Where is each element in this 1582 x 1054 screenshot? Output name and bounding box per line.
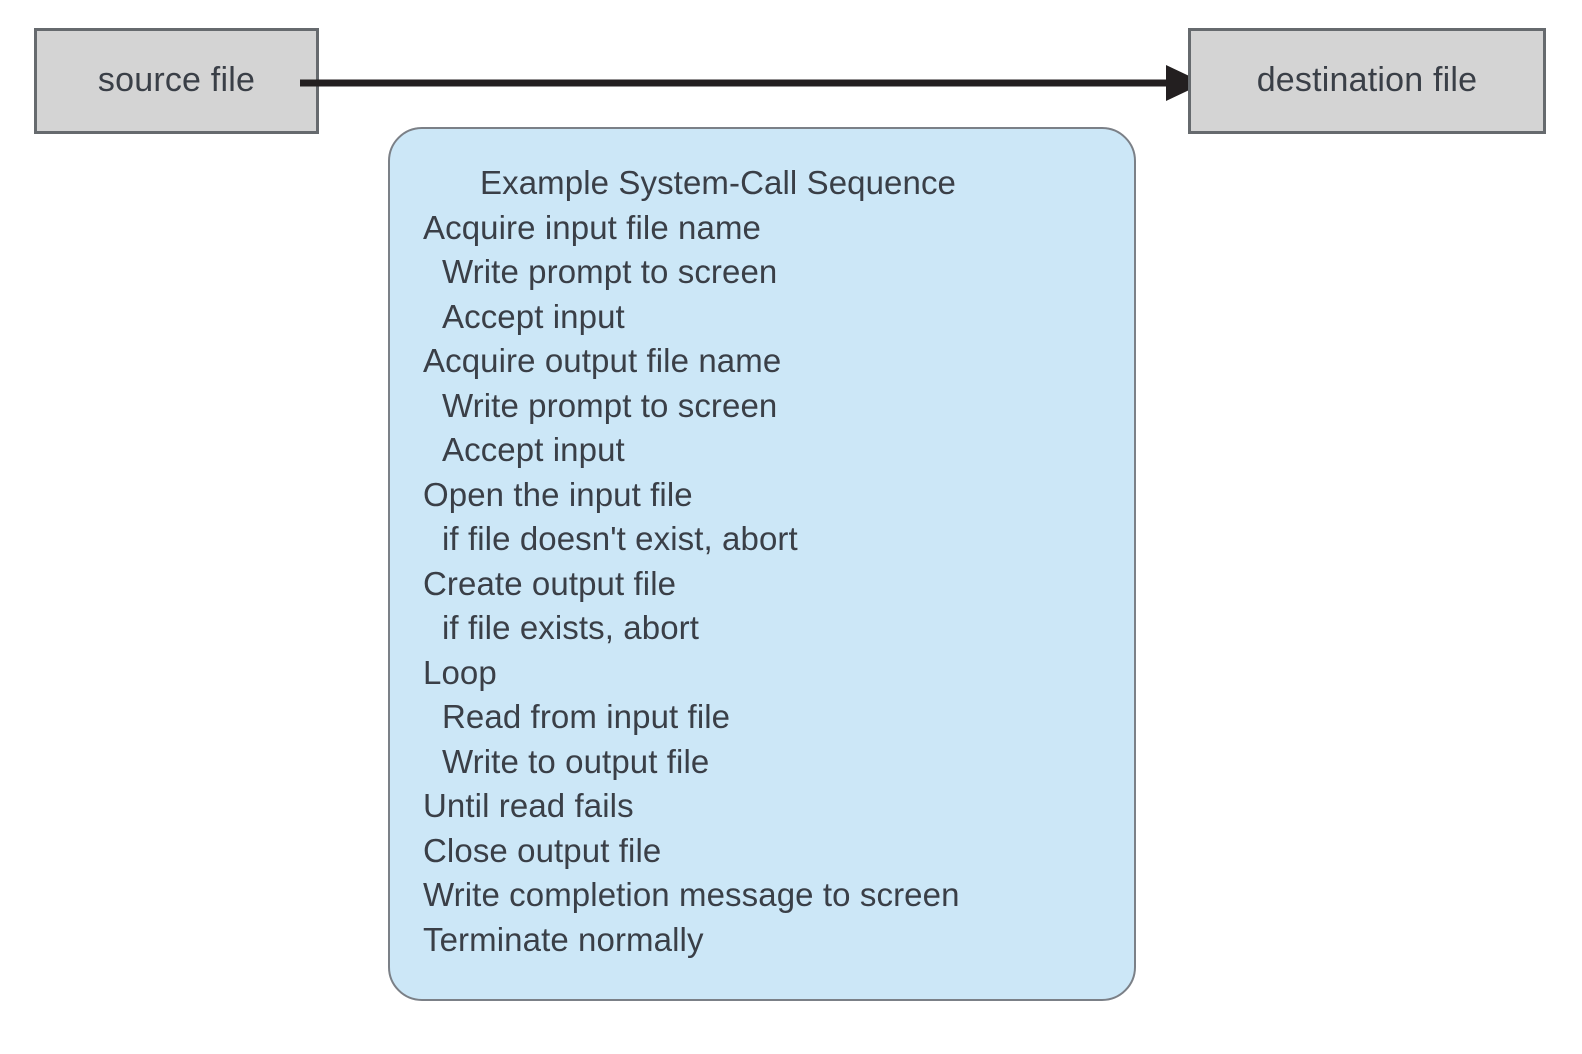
sequence-line: Write to output file <box>442 742 710 780</box>
sequence-line: Acquire output file name <box>423 342 782 379</box>
sequence-line: if file exists, abort <box>442 609 700 646</box>
sequence-line: Write prompt to screen <box>442 253 778 290</box>
sequence-line: Until read fails <box>423 787 634 824</box>
source-file-node[interactable]: source file <box>34 28 319 134</box>
sequence-line: Acquire input file name <box>423 208 761 246</box>
sequence-line: Loop <box>423 653 497 691</box>
sequence-line: Write prompt to screen <box>442 386 778 424</box>
sequence-title: Example System-Call Sequence <box>480 164 957 201</box>
sequence-line: Close output file <box>423 831 662 869</box>
sequence-line: Write completion message to screen <box>423 876 960 913</box>
destination-file-node[interactable]: destination file <box>1188 28 1546 134</box>
sequence-line: Read from input file <box>442 698 731 735</box>
destination-file-label: destination file <box>1256 61 1478 99</box>
source-to-destination-arrow <box>300 65 1204 101</box>
sequence-line: Create output file <box>423 564 677 602</box>
sequence-line: Open the input file <box>423 475 693 513</box>
sequence-line: Accept input <box>442 297 625 335</box>
sequence-line: Accept input <box>442 431 625 468</box>
sequence-line: if file doesn't exist, abort <box>442 520 798 557</box>
source-file-label: source file <box>97 61 256 99</box>
sequence-line: Terminate normally <box>423 920 704 958</box>
